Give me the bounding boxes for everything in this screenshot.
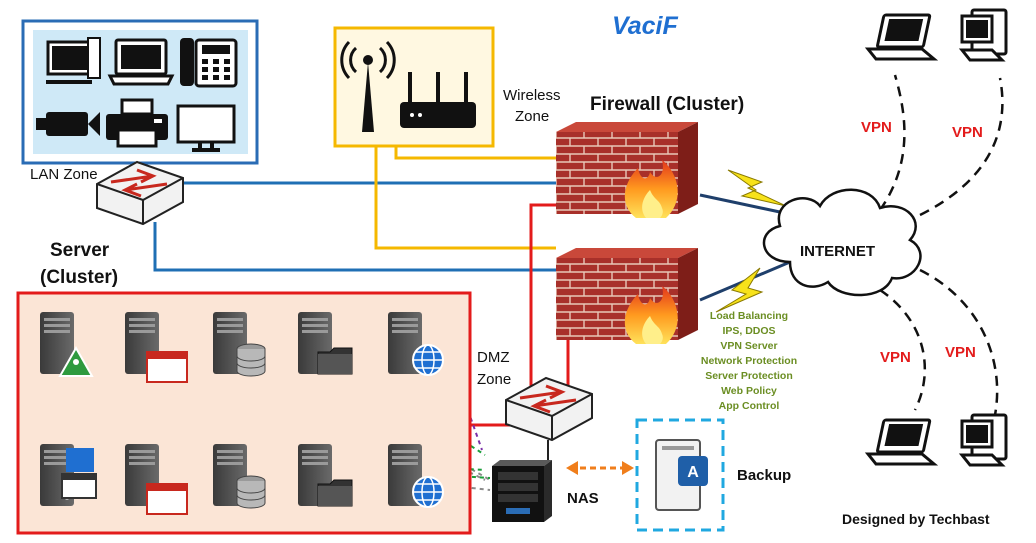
feature-item: App Control [719,400,780,412]
vpn-label: VPN [945,344,976,361]
ip-phone-icon [180,38,238,88]
dmz-zone-label-1: DMZ [477,349,510,366]
feature-item: Web Policy [721,385,777,397]
backup-server-icon: A [655,439,708,511]
lightning-icon [715,267,764,313]
laptop-icon [866,13,936,61]
lightning-icon [727,169,787,207]
vpn-label: VPN [880,349,911,366]
vpn-label: VPN [861,119,892,136]
desktop-icon [960,8,1008,62]
desktop-icon [960,413,1008,467]
nas-label: NAS [567,490,599,507]
wireless-zone-label-1: Wireless [503,87,561,104]
credit-text: Designed by Techbast [842,511,990,527]
feature-item: VPN Server [720,340,777,352]
firewall-title: Firewall (Cluster) [590,94,744,115]
feature-list: Load Balancing IPS, DDOS VPN Server Netw… [701,310,797,412]
lan-switch-icon [95,160,185,226]
svg-text:A: A [687,464,699,481]
internet-label: INTERNET [800,243,875,260]
brand-logo: VaciF [612,12,679,40]
camera-icon [36,112,100,136]
printer-icon [106,98,168,148]
wireless-zone [333,26,495,148]
server-title-1: Server [50,240,110,261]
firewall-icon [556,122,698,218]
lan-zone-label: LAN Zone [30,166,98,183]
internet-cloud-icon [762,188,922,297]
antenna-icon [340,40,396,132]
vpn-label: VPN [952,124,983,141]
exchange-server-icon [40,444,97,506]
feature-item: Network Protection [701,355,797,367]
server-cluster [16,291,472,535]
desktop-icon [46,37,101,84]
nas-icon [492,460,552,522]
feature-item: Server Protection [705,370,793,382]
dmz-switch-icon [504,376,594,442]
wireless-zone-label-2: Zone [515,108,549,125]
ad-server-icon [40,312,94,377]
server-title-2: (Cluster) [40,267,118,288]
lan-zone [21,19,259,165]
dmz-zone-label-2: Zone [477,371,511,388]
feature-item: IPS, DDOS [722,325,775,337]
backup-label: Backup [737,467,791,484]
monitor-icon [176,104,236,152]
router-icon [400,72,476,128]
firewall-icon [556,248,698,344]
feature-item: Load Balancing [710,310,788,322]
laptop-icon [107,38,175,86]
laptop-icon [866,418,936,466]
